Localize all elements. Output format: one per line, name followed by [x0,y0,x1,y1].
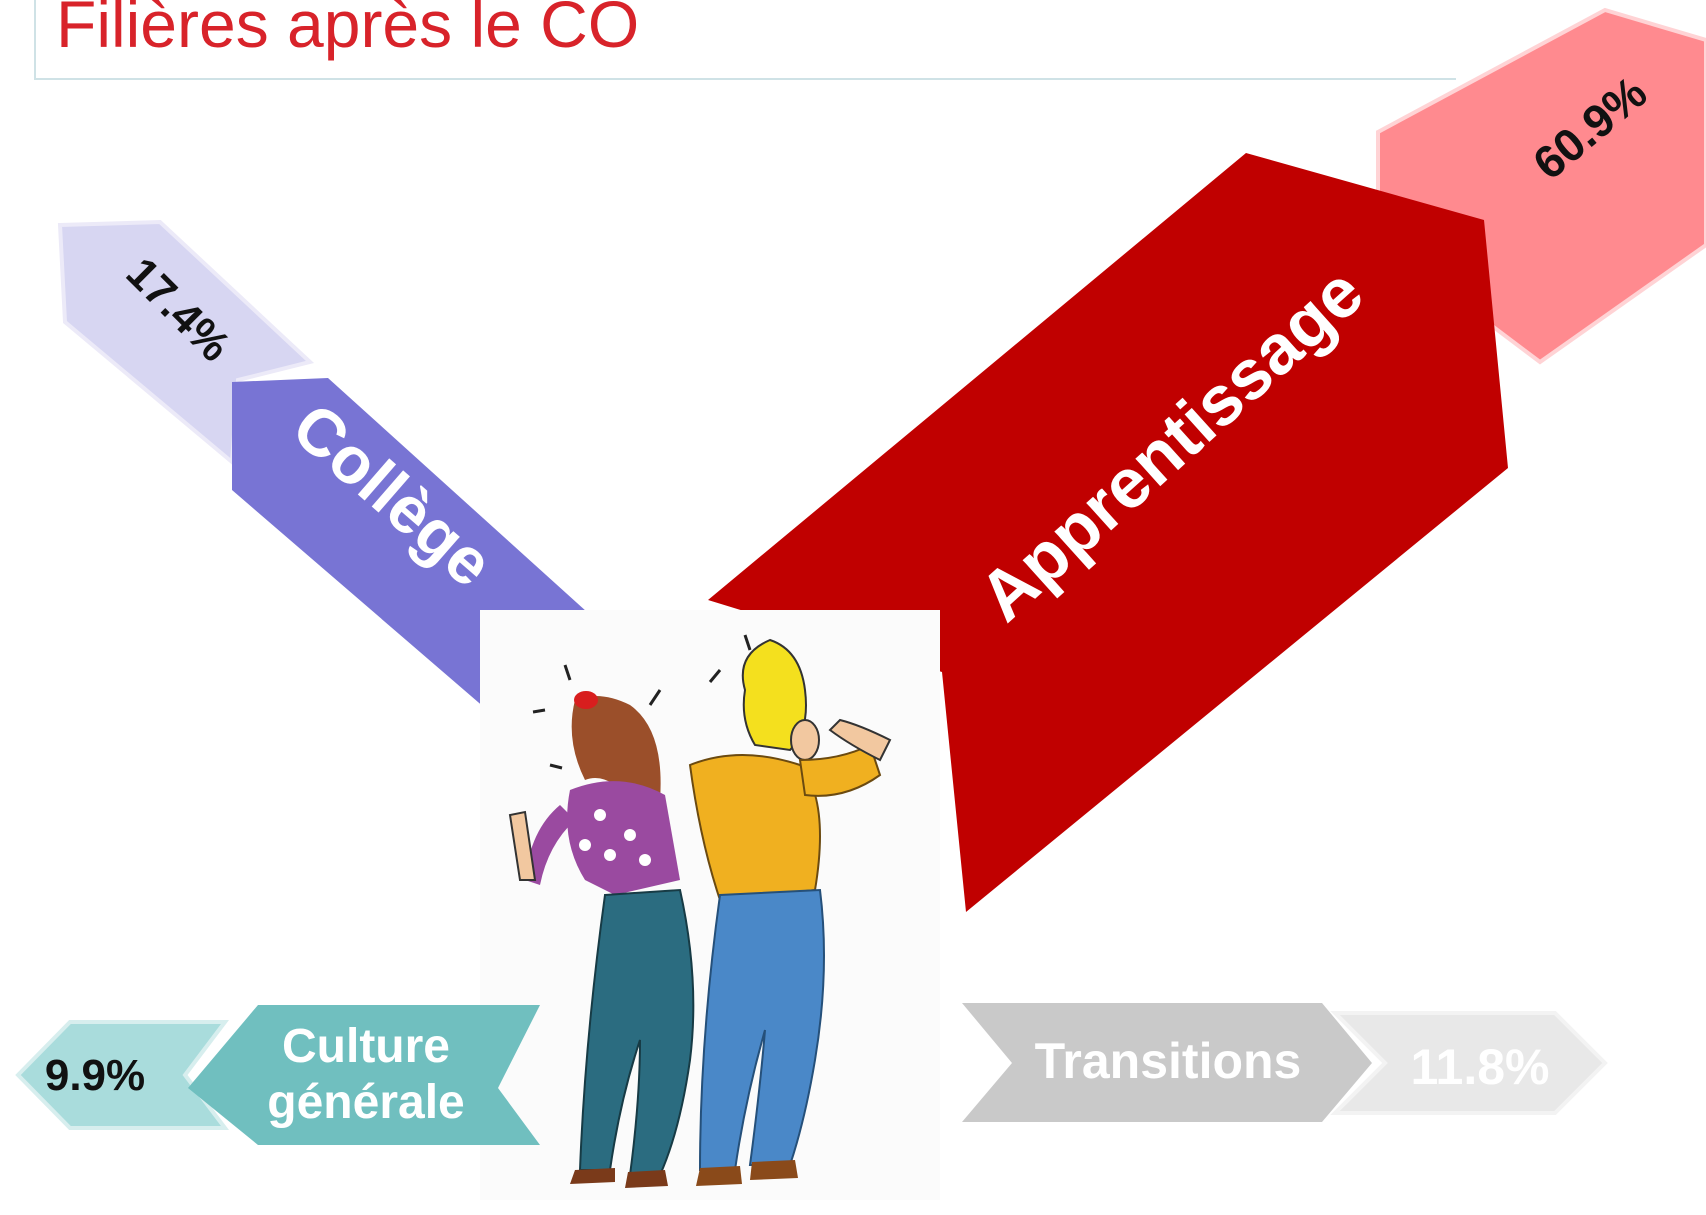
culture-arrow: Culture générale [188,1005,540,1145]
woman-figure [508,691,695,1188]
culture-label-line1: Culture [282,1020,450,1073]
title-frame [34,0,1456,80]
transitions-percent: 11.8% [1410,1039,1549,1095]
transitions-percent-arrow: 11.8% [1330,1011,1608,1115]
transitions-label: Transitions [1035,1033,1302,1089]
couple-looking-away-illustration [480,610,940,1200]
page-title: Filières après le CO [56,0,640,61]
culture-percent-arrow: 9.9% [15,1020,230,1130]
transitions-arrow: Transitions [962,1003,1372,1122]
culture-label-line2: générale [267,1076,464,1129]
culture-percent: 9.9% [45,1051,145,1100]
motion-lines [532,634,752,770]
man-figure [688,638,892,1186]
